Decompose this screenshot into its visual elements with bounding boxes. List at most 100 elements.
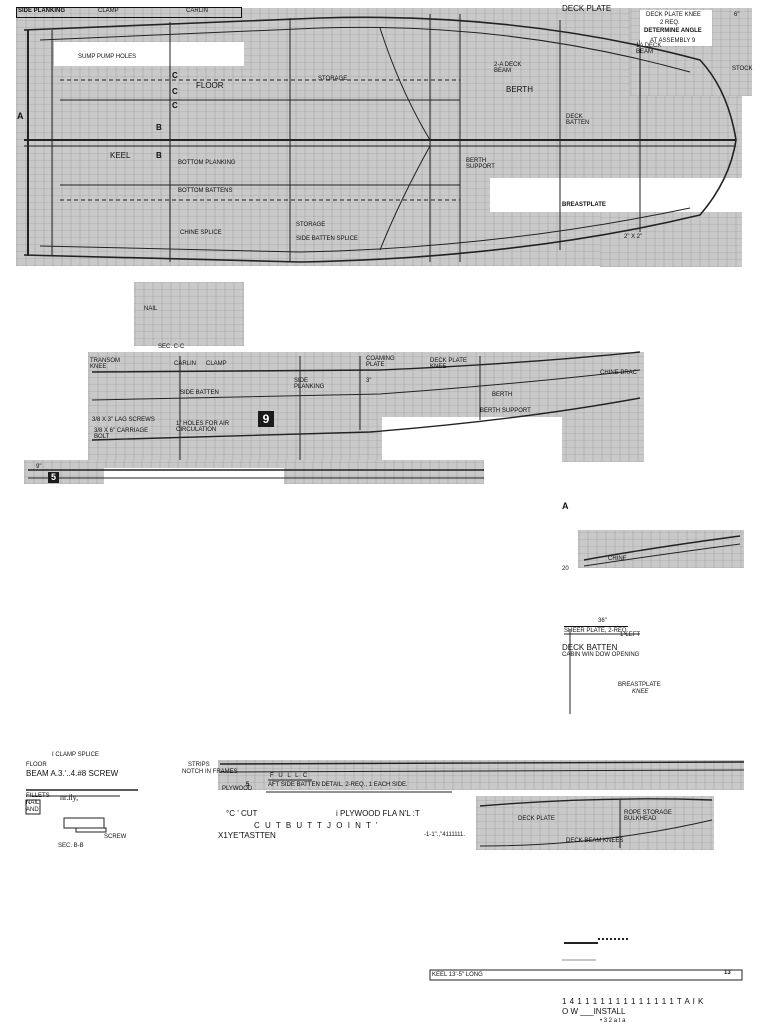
num-20-label: 20 <box>562 566 569 572</box>
bb-fillets-label: FILLETS <box>26 793 50 799</box>
ruler-label: 1 4 1 1 1 1 1 1 1 1 1 1 1 1 1 t a i k <box>562 997 704 1006</box>
bb-glue-label: nr.ily, <box>60 793 79 802</box>
bb-screw-label: SCREW <box>104 834 127 840</box>
plywood-label: PLYWOOD <box>222 786 253 792</box>
dim-3-label: 3" <box>366 378 372 384</box>
dim-2x2-label: 2" X 2" <box>624 234 643 240</box>
side-berth-label: BERTH <box>492 392 513 398</box>
breastplate-label: BREASTPLATE <box>562 202 606 208</box>
plywood-flat-label: i PLYWOOD FLA N'L :T <box>336 809 420 818</box>
keel-length-label: KEEL 13'-5" LONG <box>432 972 483 978</box>
side-clamp-label: CLAMP <box>206 361 227 367</box>
section-b-1: B <box>156 123 162 132</box>
chine-label: CHINE <box>608 556 627 562</box>
sec-cc-nail: NAIL <box>144 306 158 312</box>
bottom-battens-label: BOTTOM BATTENS <box>178 188 233 194</box>
batten-detail-drawing <box>218 760 744 790</box>
deck-batten-label: DECK BATTEN <box>566 114 590 126</box>
section-c-2: C <box>172 87 178 96</box>
knee-note-box <box>640 10 712 46</box>
knee-req: 2 REQ. <box>660 20 680 26</box>
air-holes-label: 1" HOLES FOR AIR CIRCULATION <box>176 421 230 433</box>
bottom-planking-label: BOTTOM PLANKING <box>178 160 236 166</box>
deck-plate-label: DECK PLATE <box>562 4 612 13</box>
bb-screw-line: BEAM a.3.'..4.#8 SCREW <box>26 769 119 778</box>
lag-screws-label: 3/8 X 3" LAG SCREWS <box>92 417 155 423</box>
breastplate-knee-label-1: BREASTPLATE <box>618 682 661 688</box>
bb-floor-label: FLOOR <box>26 762 47 768</box>
sec-cc-caption: SEC. C-C <box>158 344 185 350</box>
floor-label: FLOOR <box>196 81 224 90</box>
rope-storage-label: ROPE STORAGE BULKHEAD <box>624 810 672 822</box>
chine-brace-label: CHINE BRAC <box>600 370 638 376</box>
cut-butt-joint-label: C U T B U T T J O I N T ' <box>254 821 379 830</box>
dim-9-label: 9" <box>36 464 42 470</box>
last-line-label: • 3 2 a t a <box>600 1018 626 1024</box>
coaming-plate-label: COAMING PLATE <box>366 356 395 368</box>
knee-deck-beam: 1A DECK BEAM <box>636 43 662 55</box>
side-planking-label: SIDE PLANKING <box>18 8 66 14</box>
side-deck-plate-knee-label: DECK PLATE KNEE <box>430 358 467 370</box>
right-deck-batten-label: DECK BATTEN <box>562 643 618 652</box>
sec-bb-caption: SEC. B-B <box>58 843 84 849</box>
bb-and-label: AND <box>26 807 39 813</box>
keel-label: KEEL <box>110 151 131 160</box>
side-planking-bar <box>16 7 242 18</box>
sheer-plate-label: SHEER PLATE, 2-REQ. <box>564 626 629 634</box>
side-batten-splice-label: SIDE BATTEN SPLICE <box>296 236 358 242</box>
cabin-window-label: CABIN WIN DOW OPENING <box>562 652 640 658</box>
side-batten-label: SIDE BATTEN <box>180 390 219 396</box>
top-plan-blank-breastplate <box>490 178 745 212</box>
section-c-1: C <box>172 71 178 80</box>
top-plan-blank-sump <box>54 42 244 66</box>
section-b-2: B <box>156 151 162 160</box>
side-berth-support-label: BERTH SUPPORT <box>480 408 531 414</box>
dim-36-label: 36" <box>598 618 607 624</box>
keel-mark-label: 13 <box>724 970 731 976</box>
deck-beam-label: 2-A DECK BEAM <box>494 62 522 74</box>
figure-9-badge: 9 <box>258 411 274 427</box>
section-a-right: A <box>562 501 569 511</box>
transom-knee-label: TRANSOM KNEE <box>90 358 120 370</box>
side-carlin-label: CARLIN <box>174 361 197 367</box>
aft-side-batten-label: AFT SIDE BATTEN DETAIL, 2-REQ., 1 EACH S… <box>268 782 408 788</box>
figure-5-badge: 5 <box>48 472 59 483</box>
chine-detail-drawing <box>578 530 744 568</box>
scale-marks-label: -1-1".,"4111111. <box>424 832 466 838</box>
carriage-bolt-label: 3/8 X 6" CARRIAGE BOLT <box>94 428 149 440</box>
bb-nail-label: NAIL <box>26 800 40 806</box>
chine-splice-label: CHINE SPLICE <box>180 230 222 236</box>
berth-label: BERTH <box>506 85 533 94</box>
knee-stock: STOCK <box>732 66 753 72</box>
storage-aft-label: STORAGE <box>296 222 326 228</box>
full-label: F U L L C <box>270 773 309 779</box>
storage-fwd-label: STORAGE <box>318 76 348 82</box>
side-elevation-blank <box>382 417 562 463</box>
deck-beam-knees-label: DECK BEAM KNEES <box>566 838 624 844</box>
side-side-planking-label: SIDE PLANKING <box>294 378 325 390</box>
side-elevation-strip-blank <box>104 468 284 484</box>
carlin-label: CARLIN <box>186 8 209 14</box>
bow-detail-drawing <box>476 796 714 850</box>
notch-label: NOTCH IN FRAMES <box>182 769 238 775</box>
knee-dim: 6" <box>734 12 740 18</box>
breastplate-knee-label-2: KNEE <box>632 689 649 695</box>
cut-a-label: °C ' CUT <box>226 809 258 818</box>
sec-cc-drawing <box>134 282 244 346</box>
sheer-plate-left-label: 1-LEFT <box>620 632 641 638</box>
knee-title: DECK PLATE KNEE <box>646 12 701 18</box>
strips-label: STRIPS <box>188 762 210 768</box>
sump-pump-holes-label: SUMP PUMP HOLES <box>78 54 137 60</box>
knee-determine: DETERMINE ANGLE <box>644 28 702 34</box>
section-a-left: A <box>17 111 24 121</box>
bow-deck-plate-label: DECK PLATE <box>518 816 555 822</box>
aft-side-num: 5 <box>246 782 250 788</box>
berth-support-label: BERTH SUPPORT <box>466 158 495 170</box>
install-label: O W ___INSTALL <box>562 1007 626 1016</box>
section-c-3: C <box>172 101 178 110</box>
knee-assembly: AT ASSEMBLY 9 <box>650 38 696 44</box>
clamp-label: CLAMP <box>98 8 119 14</box>
batten-label: X1Ye'TASTTEN <box>218 831 276 840</box>
clamp-splice-label: I CLAMP SPLICE <box>52 752 99 758</box>
